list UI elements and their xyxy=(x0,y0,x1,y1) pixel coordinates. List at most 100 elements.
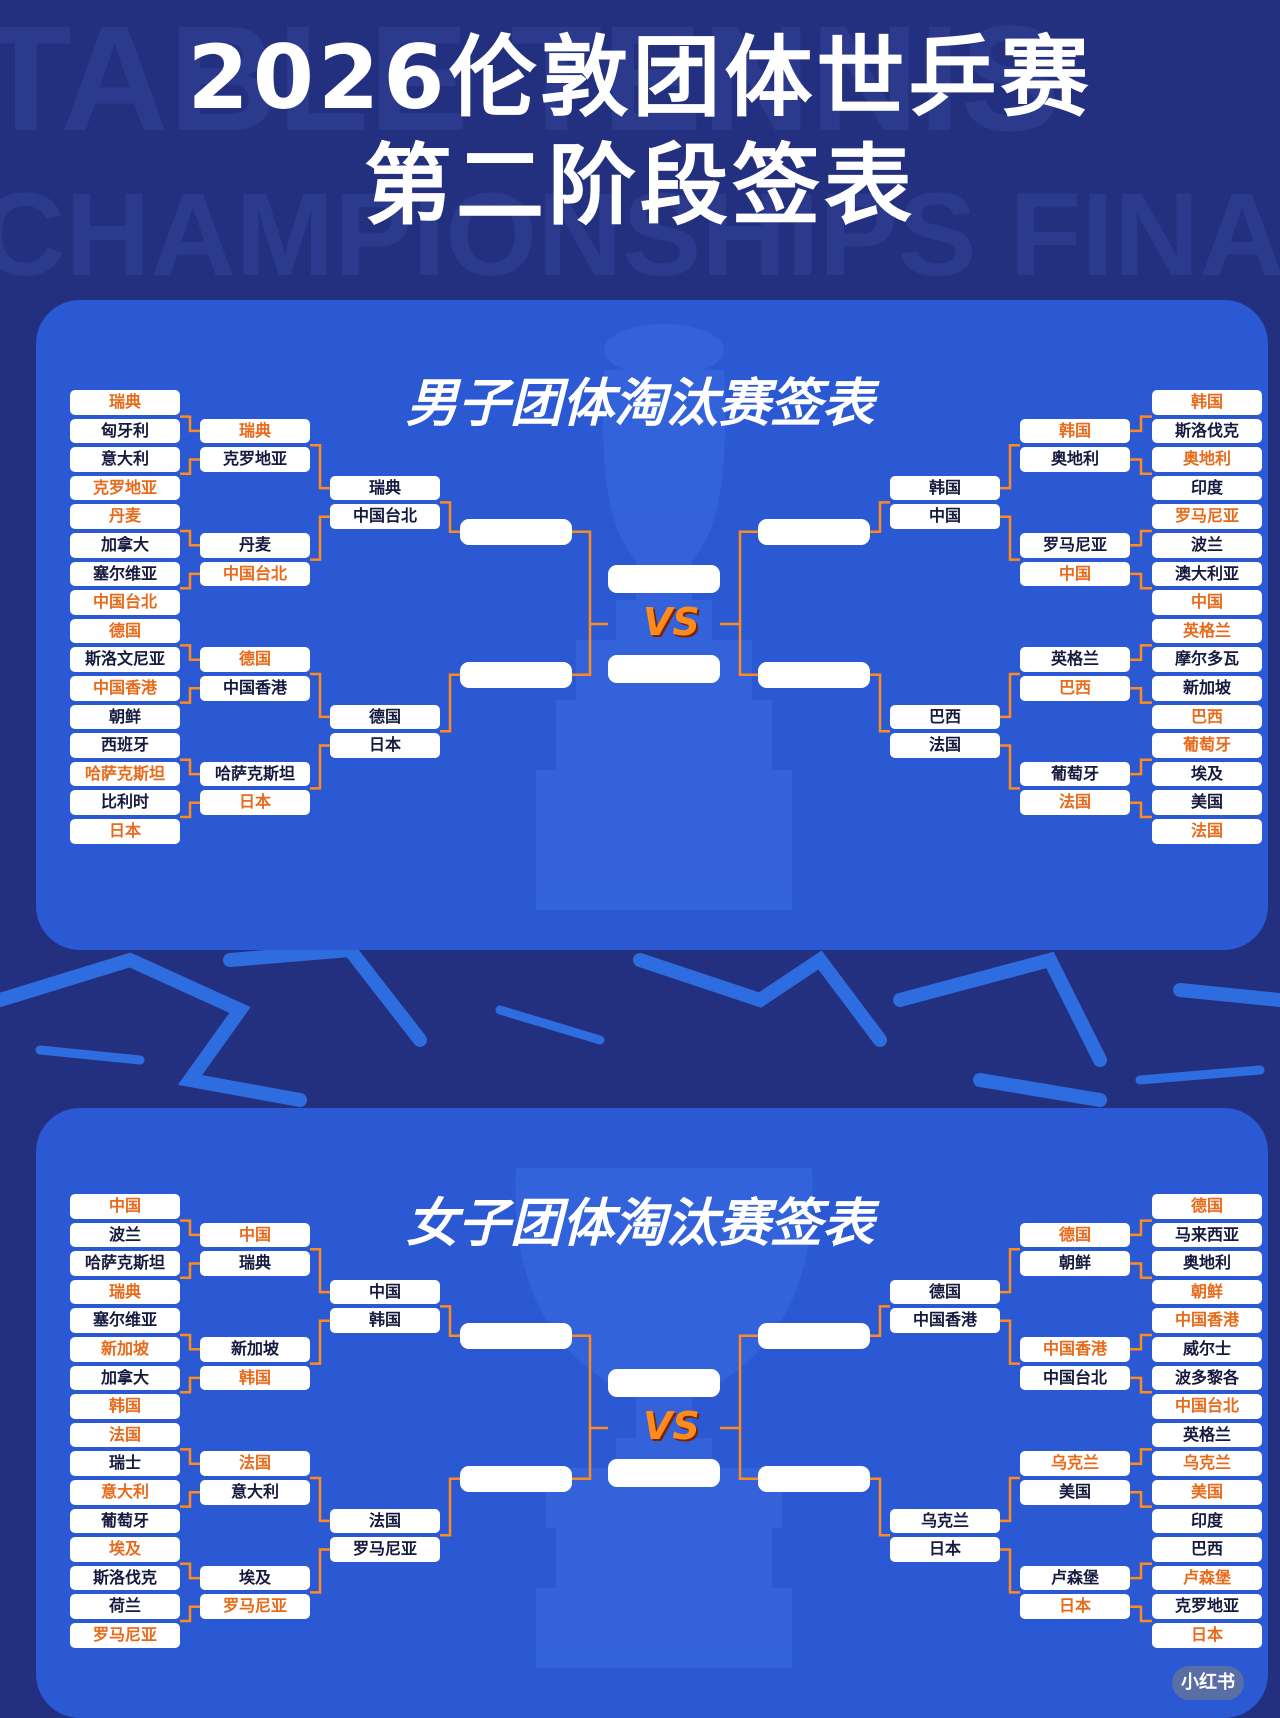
r16-team-right: 英格兰 xyxy=(1152,618,1262,644)
sf-team-left: 法国 xyxy=(330,1508,440,1534)
qf-team-left: 哈萨克斯坦 xyxy=(200,761,310,787)
qf-team-left: 瑞典 xyxy=(200,1251,310,1276)
qf-team-right: 中国香港 xyxy=(1020,1337,1130,1362)
r16-team-right: 卢森堡 xyxy=(1152,1565,1262,1591)
r16-team-right: 澳大利亚 xyxy=(1152,561,1262,587)
r16-team-right: 巴西 xyxy=(1152,704,1262,730)
r16-team-left: 瑞士 xyxy=(70,1451,180,1476)
r16-team-left: 韩国 xyxy=(70,1394,180,1419)
qf-team-left: 意大利 xyxy=(200,1480,310,1505)
r16-team-right: 葡萄牙 xyxy=(1152,733,1262,758)
r16-team-right: 马来西亚 xyxy=(1152,1222,1262,1248)
qf-team-right: 奥地利 xyxy=(1020,447,1130,472)
sf-team-right: 法国 xyxy=(890,733,1000,758)
r16-team-right: 埃及 xyxy=(1152,761,1262,787)
qf-team-left: 中国台北 xyxy=(200,561,310,587)
r16-team-right: 乌克兰 xyxy=(1152,1451,1262,1476)
qf-team-left: 埃及 xyxy=(200,1565,310,1591)
page-title: 2026伦敦团体世乒赛 xyxy=(187,26,1093,129)
r16-team-right: 奥地利 xyxy=(1152,1251,1262,1276)
r16-team-right: 美国 xyxy=(1152,790,1262,815)
qf-team-right: 朝鲜 xyxy=(1020,1251,1130,1276)
r16-team-right: 罗马尼亚 xyxy=(1152,504,1262,529)
r16-team-left: 意大利 xyxy=(70,1480,180,1505)
r16-team-left: 法国 xyxy=(70,1422,180,1448)
watermark-logo: 小红书 xyxy=(1172,1666,1244,1700)
r16-team-left: 斯洛文尼亚 xyxy=(70,647,180,672)
r16-team-left: 塞尔维亚 xyxy=(70,1308,180,1333)
r16-team-left: 加拿大 xyxy=(70,1365,180,1391)
qf-team-left: 克罗地亚 xyxy=(200,447,310,472)
r16-team-left: 塞尔维亚 xyxy=(70,561,180,587)
sf-team-right: 乌克兰 xyxy=(890,1508,1000,1534)
trophy-icon xyxy=(536,324,792,910)
r16-team-right: 奥地利 xyxy=(1152,447,1262,472)
qf-team-right: 葡萄牙 xyxy=(1020,761,1130,787)
r16-team-left: 荷兰 xyxy=(70,1594,180,1619)
final-slot-right xyxy=(758,518,870,545)
qf-team-left: 罗马尼亚 xyxy=(200,1594,310,1619)
qf-team-left: 中国 xyxy=(200,1222,310,1248)
svg-text:CHAMPIONSHIPS FINA: CHAMPIONSHIPS FINA xyxy=(0,169,1280,301)
r16-team-left: 丹麦 xyxy=(70,504,180,529)
r16-team-right: 中国香港 xyxy=(1152,1308,1262,1333)
final-slot-left xyxy=(460,1465,572,1492)
r16-team-left: 克罗地亚 xyxy=(70,475,180,501)
r16-team-left: 日本 xyxy=(70,819,180,844)
r16-team-left: 朝鲜 xyxy=(70,704,180,730)
qf-team-left: 日本 xyxy=(200,790,310,815)
r16-team-left: 哈萨克斯坦 xyxy=(70,761,180,787)
qf-team-left: 瑞典 xyxy=(200,418,310,444)
r16-team-left: 中国 xyxy=(70,1194,180,1219)
trophy-icon xyxy=(515,1168,813,1668)
qf-team-right: 卢森堡 xyxy=(1020,1565,1130,1591)
r16-team-right: 新加坡 xyxy=(1152,676,1262,701)
vs-label: VS xyxy=(643,600,700,644)
sf-team-right: 中国 xyxy=(890,504,1000,529)
qf-team-right: 英格兰 xyxy=(1020,647,1130,672)
r16-team-right: 印度 xyxy=(1152,475,1262,501)
qf-team-left: 法国 xyxy=(200,1451,310,1476)
r16-team-left: 葡萄牙 xyxy=(70,1508,180,1534)
r16-team-left: 瑞典 xyxy=(70,1279,180,1305)
sf-team-left: 德国 xyxy=(330,704,440,730)
r16-team-left: 斯洛伐克 xyxy=(70,1565,180,1591)
championship-slot xyxy=(608,655,720,683)
sf-team-left: 瑞典 xyxy=(330,475,440,501)
vs-label: VS xyxy=(643,1404,700,1448)
r16-team-left: 哈萨克斯坦 xyxy=(70,1251,180,1276)
qf-team-right: 巴西 xyxy=(1020,676,1130,701)
sf-team-left: 日本 xyxy=(330,733,440,758)
r16-team-right: 巴西 xyxy=(1152,1537,1262,1562)
qf-team-right: 中国台北 xyxy=(1020,1365,1130,1391)
sf-team-left: 中国台北 xyxy=(330,504,440,529)
sf-team-left: 韩国 xyxy=(330,1308,440,1333)
qf-team-left: 德国 xyxy=(200,647,310,672)
r16-team-left: 意大利 xyxy=(70,447,180,472)
r16-team-right: 英格兰 xyxy=(1152,1422,1262,1448)
r16-team-left: 瑞典 xyxy=(70,390,180,415)
women-bracket-title: 女子团体淘汰赛签表 xyxy=(405,1194,874,1254)
r16-team-right: 印度 xyxy=(1152,1508,1262,1534)
qf-team-left: 韩国 xyxy=(200,1365,310,1391)
r16-team-right: 韩国 xyxy=(1152,390,1262,415)
sf-team-left: 罗马尼亚 xyxy=(330,1537,440,1562)
r16-team-left: 中国台北 xyxy=(70,590,180,615)
sf-team-right: 巴西 xyxy=(890,704,1000,730)
men-bracket-title: 男子团体淘汰赛签表 xyxy=(405,374,874,434)
qf-team-right: 德国 xyxy=(1020,1222,1130,1248)
r16-team-left: 比利时 xyxy=(70,790,180,815)
r16-team-right: 德国 xyxy=(1152,1194,1262,1219)
qf-team-right: 罗马尼亚 xyxy=(1020,533,1130,558)
qf-team-right: 美国 xyxy=(1020,1480,1130,1505)
r16-team-right: 中国 xyxy=(1152,590,1262,615)
sf-team-right: 日本 xyxy=(890,1537,1000,1562)
sf-team-right: 中国香港 xyxy=(890,1308,1000,1333)
qf-team-right: 乌克兰 xyxy=(1020,1451,1130,1476)
qf-team-left: 中国香港 xyxy=(200,676,310,701)
r16-team-left: 加拿大 xyxy=(70,533,180,558)
final-slot-right xyxy=(758,1465,870,1492)
r16-team-right: 克罗地亚 xyxy=(1152,1594,1262,1619)
r16-team-right: 威尔士 xyxy=(1152,1337,1262,1362)
qf-team-right: 日本 xyxy=(1020,1594,1130,1619)
